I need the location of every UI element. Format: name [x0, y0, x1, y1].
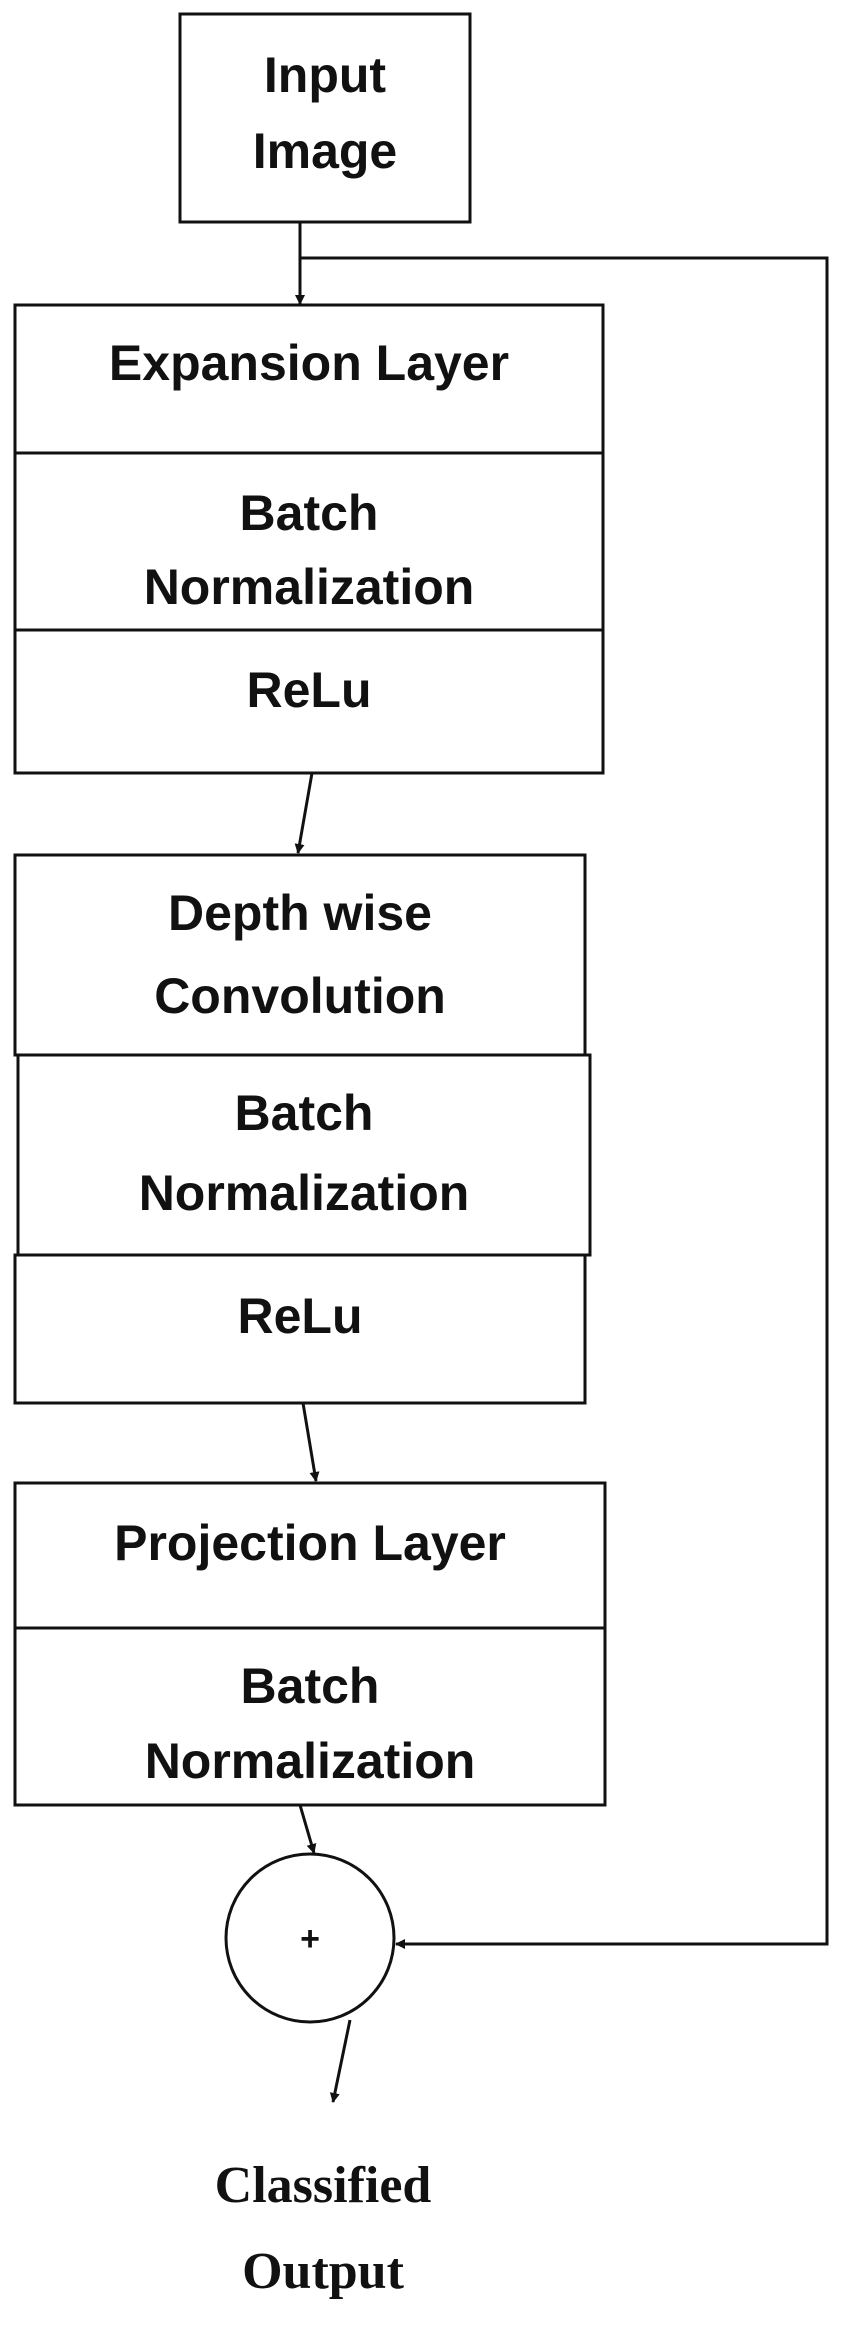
- depthwise-block: Depth wise Convolution Batch Normalizati…: [13, 853, 592, 1405]
- add-node: +: [224, 1852, 396, 2024]
- output-label-line2: Output: [242, 2243, 405, 2300]
- batch-normalization-2-line2: Normalization: [139, 1165, 470, 1221]
- input-image-label-line1: Input: [264, 47, 387, 103]
- batch-normalization-3-line2: Normalization: [145, 1733, 476, 1789]
- batch-normalization-1-line2: Normalization: [144, 559, 475, 615]
- arrow-expansion-to-depthwise: [294, 772, 314, 854]
- expansion-block: Expansion Layer Batch Normalization ReLu: [13, 303, 605, 775]
- expansion-layer-label: Expansion Layer: [109, 335, 509, 391]
- plus-symbol: +: [300, 1920, 320, 1958]
- relu-1-box: [13, 628, 605, 775]
- relu-2-box: [13, 1253, 587, 1405]
- depthwise-convolution-line1: Depth wise: [168, 885, 432, 941]
- batch-normalization-2-box: [16, 1053, 592, 1257]
- batch-normalization-2-line1: Batch: [235, 1085, 374, 1141]
- relu-1-label: ReLu: [247, 662, 372, 718]
- expansion-layer-box: [13, 303, 605, 455]
- add-circle: [224, 1852, 396, 2024]
- output-label-line1: Classified: [215, 2157, 432, 2214]
- input-image-label-line2: Image: [253, 123, 398, 179]
- relu-2-label: ReLu: [238, 1288, 363, 1344]
- batch-normalization-3-box: [13, 1626, 607, 1807]
- depthwise-convolution-line2: Convolution: [154, 968, 446, 1024]
- depthwise-convolution-box: [13, 853, 587, 1057]
- projection-layer-label: Projection Layer: [114, 1515, 506, 1571]
- projection-block: Projection Layer Batch Normalization: [13, 1481, 607, 1807]
- batch-normalization-1-box: [13, 451, 605, 632]
- input-image-node: Input Image: [178, 12, 472, 224]
- arrow-projection-to-add: [298, 1804, 317, 1854]
- output-node: Classified Output: [215, 2157, 432, 2300]
- arrow-depthwise-to-projection: [301, 1402, 320, 1482]
- batch-normalization-3-line1: Batch: [241, 1658, 380, 1714]
- batch-normalization-1-line1: Batch: [240, 485, 379, 541]
- skip-connection-arrow: [300, 256, 829, 1949]
- arrow-add-to-output: [329, 2019, 352, 2103]
